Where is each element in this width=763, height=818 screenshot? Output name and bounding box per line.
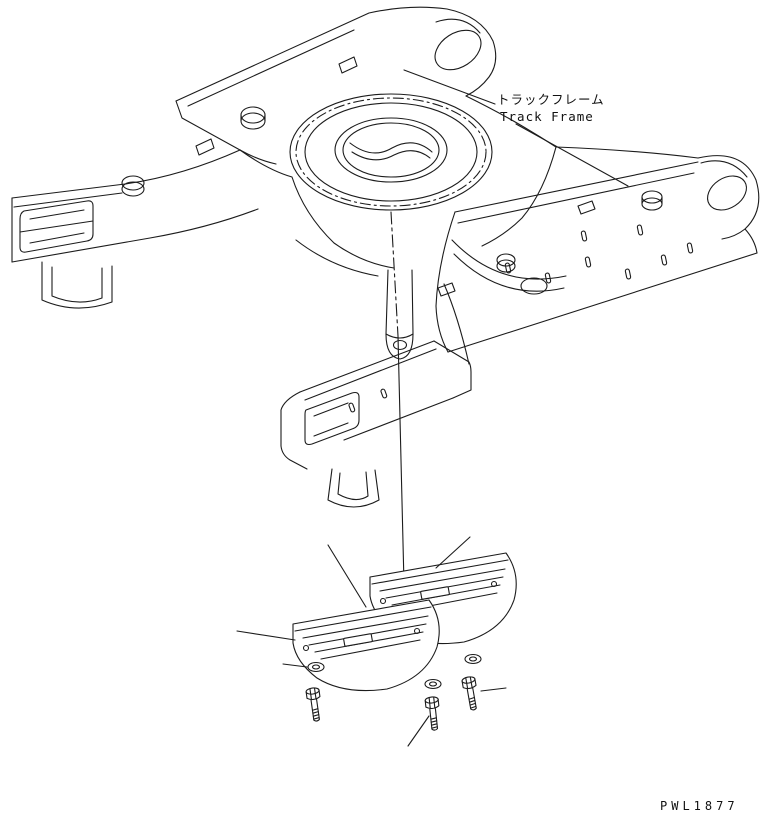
- callout-label-jp: トラックフレーム: [497, 92, 605, 107]
- track-frame-drawing: [11, 6, 760, 747]
- washer-right: [464, 653, 482, 665]
- callout-label-en: Track Frame: [500, 109, 594, 124]
- drawing-code: PWL1877: [660, 799, 739, 813]
- left-track-rail: [11, 149, 259, 309]
- washer-middle: [424, 678, 442, 690]
- washer-left: [307, 661, 325, 673]
- mounting-bolt-middle: [424, 696, 440, 731]
- upper-frame: [175, 6, 699, 297]
- right-track-rail: [435, 155, 760, 353]
- mounting-bolt-left: [305, 687, 321, 722]
- lower-left-rail: [280, 283, 472, 508]
- center-line: [390, 211, 405, 585]
- swing-bearing-circle: [289, 93, 493, 211]
- annotations: トラックフレーム Track Frame PWL1877: [497, 92, 739, 813]
- leader-lines: [236, 69, 629, 747]
- mounting-bolt-right: [461, 676, 477, 711]
- undercover-plate-left: [292, 599, 440, 692]
- center-bracket: [385, 269, 414, 360]
